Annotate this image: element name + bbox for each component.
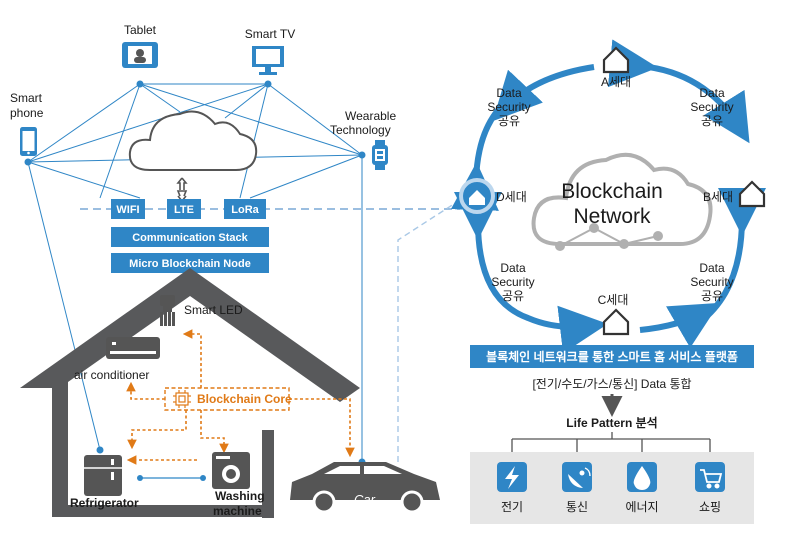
svg-text:공유: 공유 [498, 114, 520, 128]
air-conditioner-icon [106, 337, 160, 359]
svg-text:Data: Data [699, 261, 725, 275]
wearable-label-line1: Wearable [345, 109, 396, 123]
wearable-label-line2: Technology [330, 123, 391, 137]
core-connections [126, 329, 355, 465]
svg-text:Data: Data [500, 261, 526, 275]
communication-stack-box [111, 227, 269, 247]
network-title-line2: Network [573, 205, 651, 228]
house-outline [20, 268, 360, 515]
household-d-label: D세대 [496, 190, 527, 204]
service-telecom-label: 통신 [566, 500, 588, 514]
car-to-network-link [397, 199, 461, 462]
svg-text:Data: Data [699, 86, 725, 100]
service-telecom-tile [562, 462, 592, 492]
svg-text:공유: 공유 [502, 289, 524, 303]
lte-box [167, 199, 201, 219]
smart-phone-label-line1: Smart [10, 91, 43, 105]
car-label: Car [354, 492, 376, 507]
network-ring [450, 39, 767, 354]
svg-text:Security: Security [690, 100, 733, 114]
household-a-label: A세대 [601, 75, 631, 89]
micro-blockchain-node-box [111, 253, 269, 273]
tv-icon [252, 46, 284, 75]
lightning-icon [505, 466, 519, 489]
svg-text:Security: Security [690, 275, 733, 289]
cloud-updown-arrow [176, 177, 188, 203]
washing-machine-label-line2: machine [213, 504, 262, 518]
cart-icon [700, 469, 723, 489]
washing-machine-label-line1: Washing [215, 489, 265, 503]
svg-text:공유: 공유 [701, 289, 723, 303]
micro-blockchain-node-label: Micro Blockchain Node [129, 258, 251, 270]
svg-text:공유: 공유 [701, 114, 723, 128]
device-network-lines [27, 83, 363, 462]
smart-tv-label: Smart TV [245, 27, 295, 41]
watch-icon [372, 140, 388, 170]
air-conditioner-label: air conditioner [74, 368, 149, 382]
household-b-label: B세대 [703, 190, 733, 204]
refrigerator-label: Refrigerator [70, 496, 139, 510]
household-c-label: C세대 [598, 293, 629, 307]
data-share-label-top-right: Data Security 공유 [690, 86, 733, 128]
tablet-icon [122, 42, 158, 68]
car-icon [290, 462, 440, 514]
blockchain-core-label: Blockchain Core [197, 392, 292, 406]
life-pattern-label: Life Pattern 분석 [566, 416, 657, 430]
chip-icon [173, 390, 191, 408]
tablet-label: Tablet [124, 23, 157, 37]
wifi-label: WIFI [116, 204, 139, 216]
service-energy-label: 에너지 [625, 500, 658, 514]
platform-banner-label: 블록체인 네트워크를 통한 스마트 홈 서비스 플랫폼 [486, 349, 738, 364]
washing-machine-icon [212, 452, 250, 489]
lora-box [224, 199, 266, 219]
water-drop-icon [633, 466, 651, 490]
data-share-label-bottom-left: Data Security 공유 [491, 261, 534, 303]
house-floor-wall [262, 430, 274, 518]
refrigerator-icon [84, 455, 122, 496]
data-integration-label: [전기/수도/가스/통신] Data 통합 [532, 377, 691, 391]
led-bulb-icon [160, 295, 175, 326]
platform-banner [470, 345, 754, 368]
svg-text:Data: Data [496, 86, 522, 100]
lora-label: LoRa [231, 204, 259, 216]
house-base [52, 505, 274, 517]
data-share-label-bottom-right: Data Security 공유 [690, 261, 733, 303]
lte-label: LTE [174, 204, 194, 216]
service-electric-label: 전기 [501, 500, 523, 514]
cloud-icon [128, 110, 258, 171]
wifi-box [111, 199, 145, 219]
network-title-line1: Blockchain [561, 180, 663, 203]
smart-phone-label-line2: phone [10, 106, 44, 120]
service-shopping-label: 쇼핑 [699, 500, 721, 514]
smart-led-label: Smart LED [184, 303, 243, 317]
svg-text:Security: Security [491, 275, 534, 289]
phone-icon [20, 127, 37, 156]
network-cloud-icon [531, 152, 713, 251]
house-icon [602, 46, 630, 74]
satellite-dish-icon [568, 467, 591, 488]
communication-stack-label: Communication Stack [132, 232, 248, 244]
house-icon-c [602, 308, 630, 336]
svg-text:Security: Security [487, 100, 530, 114]
data-share-label-top-left: Data Security 공유 [487, 86, 530, 128]
house-icon-d [459, 178, 495, 214]
house-icon-b [738, 180, 766, 208]
